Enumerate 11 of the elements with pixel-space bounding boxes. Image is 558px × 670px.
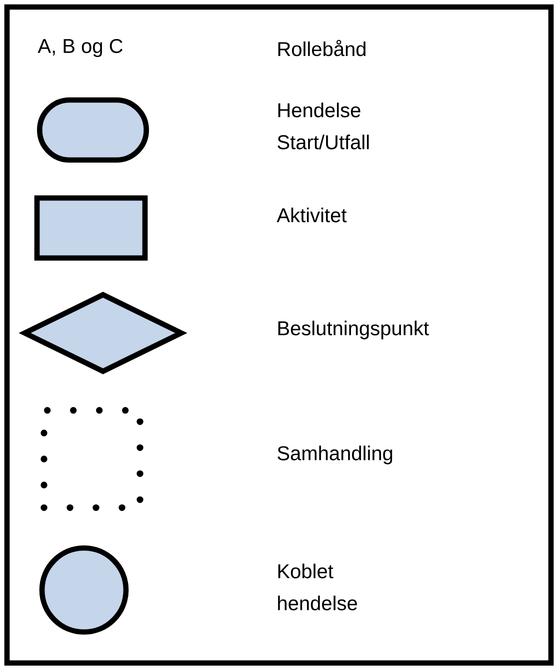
legend-text: Rollebånd: [278, 40, 366, 56]
interaction-symbol: [40, 407, 144, 511]
linked-event-symbol: [39, 545, 129, 635]
legend-text: Koblet hendelse: [278, 564, 357, 610]
legend-text: Samhandling: [278, 446, 392, 464]
legend-text: Beslutningspunkt: [278, 320, 429, 340]
activity-symbol: [34, 195, 148, 261]
swimlane-label: A, B og C: [38, 38, 123, 58]
legend-text: Aktivitet: [276, 208, 347, 222]
event-symbol: [37, 97, 149, 163]
legend-text: Hendelse Start/Utfall: [278, 102, 369, 150]
